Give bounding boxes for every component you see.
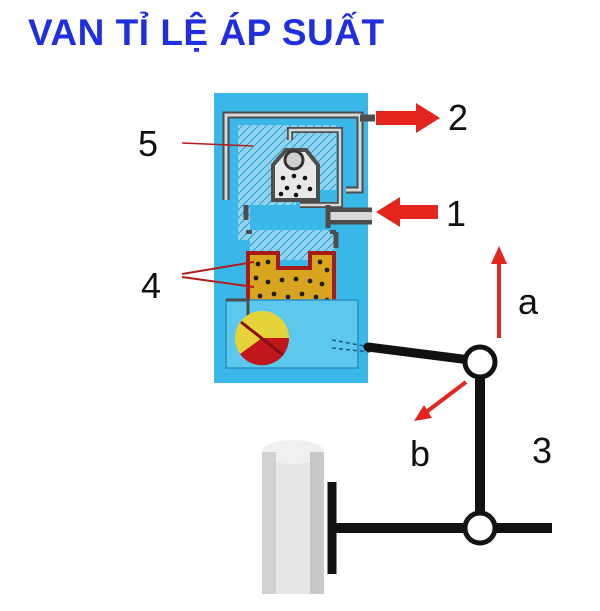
label-part-4: 4 bbox=[141, 265, 161, 306]
lower-pivot bbox=[462, 510, 498, 546]
lever-arm bbox=[363, 342, 483, 366]
upper-pivot bbox=[462, 344, 498, 380]
label-port-2: 2 bbox=[448, 97, 468, 138]
ball-valve bbox=[283, 149, 305, 171]
wheel bbox=[262, 440, 324, 594]
label-direction-a: a bbox=[518, 281, 539, 322]
label-part-3: 3 bbox=[532, 430, 552, 471]
leader-line-5 bbox=[181, 142, 254, 147]
cam bbox=[235, 311, 290, 366]
label-direction-b: b bbox=[410, 433, 430, 474]
leader-line-4a bbox=[181, 261, 255, 275]
outlet-arrow bbox=[376, 103, 440, 133]
label-part-5: 5 bbox=[138, 123, 158, 164]
label-port-1: 1 bbox=[446, 193, 466, 234]
inlet-arrow bbox=[376, 197, 438, 227]
ball-chamber-dots bbox=[278, 173, 313, 198]
diagram-title: VAN TỈ LỆ ÁP SUẤT bbox=[28, 12, 385, 53]
leader-line-4b bbox=[181, 276, 255, 288]
inlet-pipe bbox=[328, 207, 372, 225]
direction-arrow-b bbox=[423, 380, 468, 415]
